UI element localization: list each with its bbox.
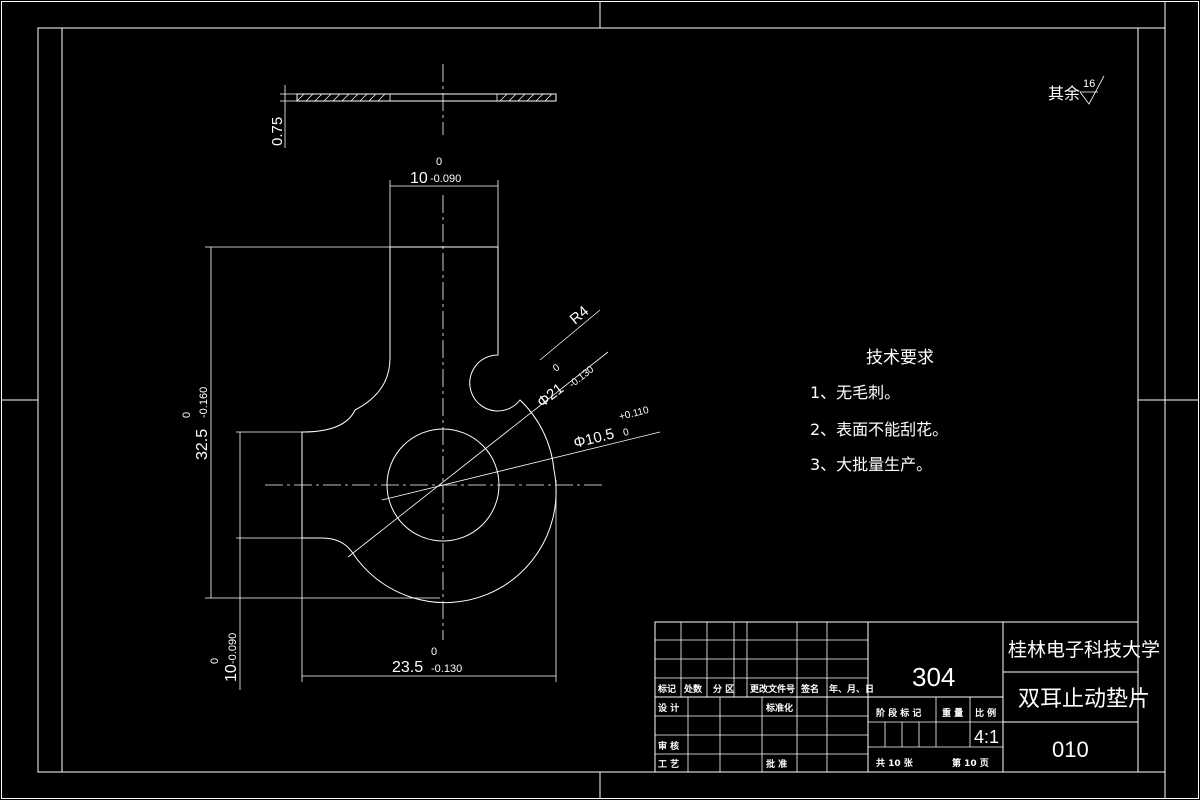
- hdr-review: 审 核: [658, 740, 679, 752]
- sheet-number: 第 10 页: [952, 757, 989, 769]
- hdr-stage-mark: 阶 段 标 记: [876, 707, 921, 719]
- dimensions: 10 0 -0.090 32.5 0 -0.160 10 0 -0.090 23…: [181, 156, 661, 690]
- width-dim-nominal: 10: [410, 170, 428, 187]
- hdr-count: 处数: [683, 683, 703, 695]
- thickness-dim-label: 0.75: [269, 117, 286, 146]
- length-dim-lower: -0.130: [431, 663, 462, 675]
- lug-dim-lower: -0.090: [227, 633, 239, 664]
- hdr-signature: 签名: [800, 683, 819, 695]
- roughness-value: 16: [1083, 78, 1095, 90]
- part-name: 双耳止动垫片: [1018, 687, 1150, 712]
- hatch-left: [296, 93, 386, 102]
- drawing-number: 010: [1052, 737, 1089, 762]
- width-dim-lower: -0.090: [430, 173, 461, 185]
- hdr-date: 年、月、日: [829, 683, 874, 695]
- hatch-right: [499, 93, 553, 102]
- outer-dia-upper: 0: [551, 362, 563, 374]
- school-name: 桂林电子科技大学: [1008, 639, 1160, 661]
- radius-dim-label: R4: [567, 303, 593, 328]
- height-dim-upper: 0: [181, 412, 193, 418]
- hdr-weight: 重 量: [942, 707, 963, 719]
- lug-dim-upper: 0: [209, 658, 221, 664]
- tech-req-item-3: 3、大批量生产。: [810, 455, 932, 474]
- length-dim-nominal: 23.5: [392, 659, 423, 676]
- side-view: 0.75: [269, 64, 557, 148]
- tech-req-item-1: 1、无毛刺。: [810, 383, 900, 402]
- part-outline: [301, 247, 557, 604]
- width-dim-upper: 0: [436, 156, 442, 168]
- title-block: 标记 处数 分 区 更改文件号 签名 年、月、日 设 计 标准化 审 核 工 艺…: [654, 621, 1160, 773]
- lug-dim-nominal: 10: [223, 664, 240, 682]
- hdr-approve: 批 准: [766, 758, 787, 770]
- hdr-process: 工 艺: [658, 758, 679, 770]
- front-view: [265, 195, 605, 640]
- tech-req-item-2: 2、表面不能刮花。: [810, 420, 948, 439]
- roughness-symbol: 其余 16: [1048, 75, 1105, 105]
- height-dim-lower: -0.160: [198, 387, 210, 418]
- hdr-change-doc: 更改文件号: [750, 683, 795, 695]
- hdr-scale: 比 例: [975, 707, 996, 719]
- material-label: 304: [912, 662, 955, 692]
- length-dim-upper: 0: [431, 646, 437, 658]
- hole-dia-upper: +0.110: [618, 405, 650, 423]
- hdr-standardize: 标准化: [765, 702, 793, 714]
- hole-dia-lower: 0: [622, 427, 630, 439]
- hdr-zone: 分 区: [713, 683, 734, 695]
- tech-req-title: 技术要求: [866, 348, 934, 368]
- height-dim-nominal: 32.5: [194, 429, 211, 460]
- tech-requirements: 技术要求 1、无毛刺。 2、表面不能刮花。 3、大批量生产。: [810, 348, 948, 474]
- hdr-design: 设 计: [658, 702, 679, 714]
- outer-dia-lower: -0.130: [567, 364, 596, 390]
- total-sheets: 共 10 张: [876, 757, 914, 769]
- scale-value: 4:1: [974, 727, 999, 747]
- roughness-label: 其余: [1048, 84, 1080, 103]
- hdr-mark: 标记: [657, 683, 676, 695]
